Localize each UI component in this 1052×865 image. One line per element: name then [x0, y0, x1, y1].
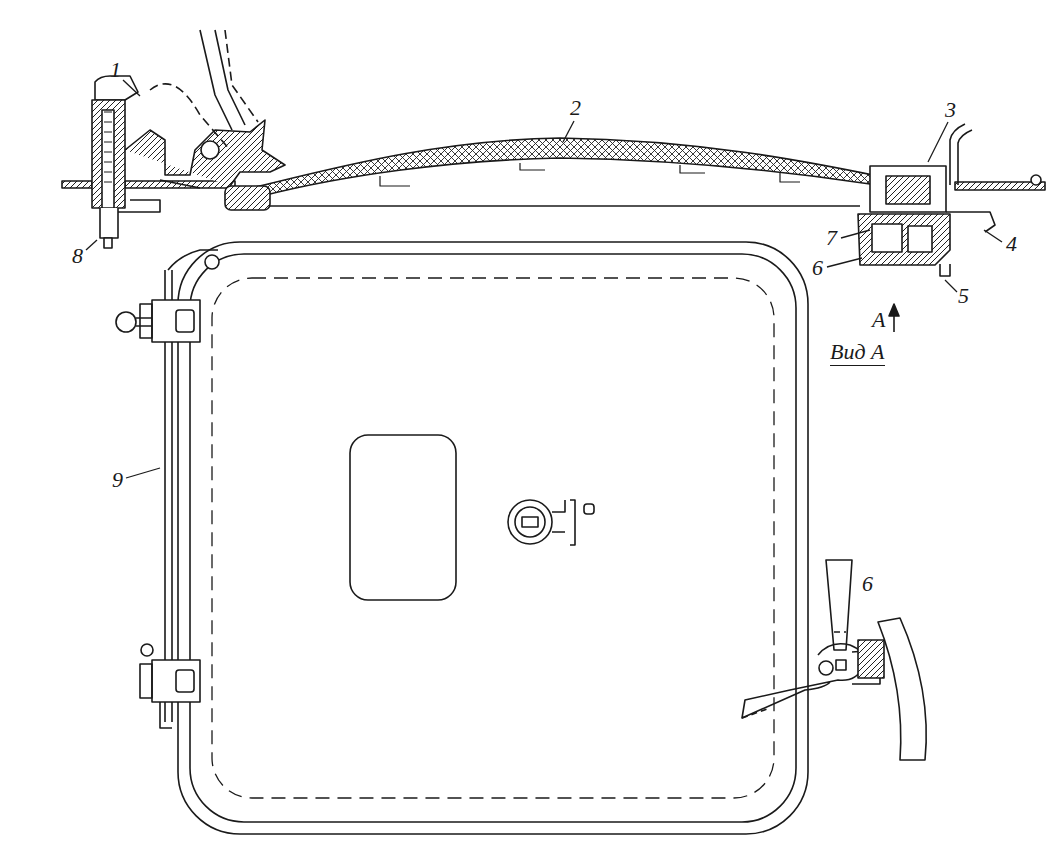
latch-section — [858, 124, 995, 276]
view-arrow — [889, 304, 899, 332]
callout-number: 6 — [862, 572, 873, 596]
callout-number: 5 — [958, 284, 969, 308]
drawing-stroke — [116, 312, 136, 332]
drawing-stroke — [123, 80, 140, 96]
drawing-stroke — [160, 180, 200, 188]
drawing-stroke — [212, 278, 774, 798]
drawing-stroke — [62, 30, 1045, 834]
drawing-stroke — [150, 84, 230, 150]
drawing-stroke — [984, 230, 1002, 242]
drawing-stroke — [104, 238, 112, 248]
drawing-stroke — [886, 176, 930, 204]
drawing-stroke — [152, 660, 200, 702]
drawing-stroke — [176, 670, 194, 692]
drawing-stroke — [104, 112, 112, 182]
drawing-stroke — [1031, 175, 1041, 185]
hatch-plan — [116, 242, 808, 834]
drawing-stroke — [200, 30, 245, 130]
drawing-stroke — [92, 100, 125, 208]
drawing-stroke — [102, 110, 114, 208]
drawing-stroke — [858, 640, 884, 678]
drawing-stroke — [552, 500, 575, 545]
drawing-stroke — [140, 664, 152, 698]
view-title: Вид А — [830, 340, 885, 366]
view-a — [742, 560, 926, 760]
drawing-stroke — [908, 226, 932, 252]
drawing-stroke — [201, 141, 219, 159]
drawing-stroke — [819, 661, 833, 675]
drawing-stroke — [878, 618, 926, 760]
drawing-stroke — [928, 122, 948, 162]
view-letter: А — [872, 308, 885, 332]
drawing-stroke — [515, 507, 545, 537]
drawing-stroke — [858, 214, 950, 265]
hinge-section — [92, 30, 285, 248]
drawing-stroke — [190, 254, 796, 822]
drawing-stroke — [834, 631, 846, 633]
callout-number: 9 — [112, 468, 123, 492]
drawing-stroke — [836, 660, 846, 670]
drawing-stroke — [872, 224, 902, 252]
callout-number: 8 — [72, 244, 83, 268]
drawing-stroke — [742, 708, 770, 718]
drawing-stroke — [380, 163, 800, 186]
drawing-stroke — [141, 644, 153, 656]
drawing-stroke — [136, 318, 152, 326]
drawing-stroke — [742, 644, 864, 718]
drawing-stroke — [176, 310, 194, 332]
drawing-stroke — [350, 435, 456, 600]
drawing-stroke — [522, 517, 538, 527]
callout-number: 3 — [945, 98, 956, 122]
drawing-stroke — [126, 468, 160, 478]
drawing-stroke — [86, 240, 97, 250]
drawing-stroke — [563, 121, 574, 142]
callout-number: 4 — [1006, 232, 1017, 256]
drawing-stroke — [870, 166, 946, 212]
drawing-stroke — [225, 186, 270, 210]
drawing-stroke — [270, 205, 860, 207]
drawing-stroke — [118, 200, 160, 212]
drawing-stroke — [225, 30, 258, 122]
drawing-stroke — [160, 702, 172, 728]
drawing-stroke — [826, 560, 852, 650]
drawing-stroke — [889, 304, 899, 316]
drawing-stroke — [841, 230, 870, 238]
drawing-stroke — [100, 208, 118, 238]
drawing-stroke — [178, 242, 808, 834]
drawing-stroke — [946, 212, 995, 232]
drawing-stroke — [827, 258, 862, 267]
drawing-stroke — [125, 120, 285, 186]
drawing-stroke — [584, 504, 594, 514]
callout-number: 2 — [570, 96, 581, 120]
callout-number: 1 — [110, 58, 121, 82]
cover-section — [225, 138, 878, 210]
drawing-stroke — [940, 264, 950, 276]
drawing-stroke — [168, 250, 218, 270]
drawing-stroke — [152, 300, 200, 342]
drawing-stroke — [140, 304, 152, 338]
callout-number: 6 — [812, 256, 823, 280]
drawing-stroke — [945, 280, 957, 292]
drawing-stroke — [62, 181, 92, 188]
drawing-stroke — [508, 500, 552, 544]
callout-number: 7 — [826, 226, 837, 250]
drawing-stroke — [235, 138, 878, 196]
leader-lines — [86, 80, 1002, 478]
drawing-stroke — [205, 255, 219, 269]
drawing-stroke — [950, 124, 972, 185]
